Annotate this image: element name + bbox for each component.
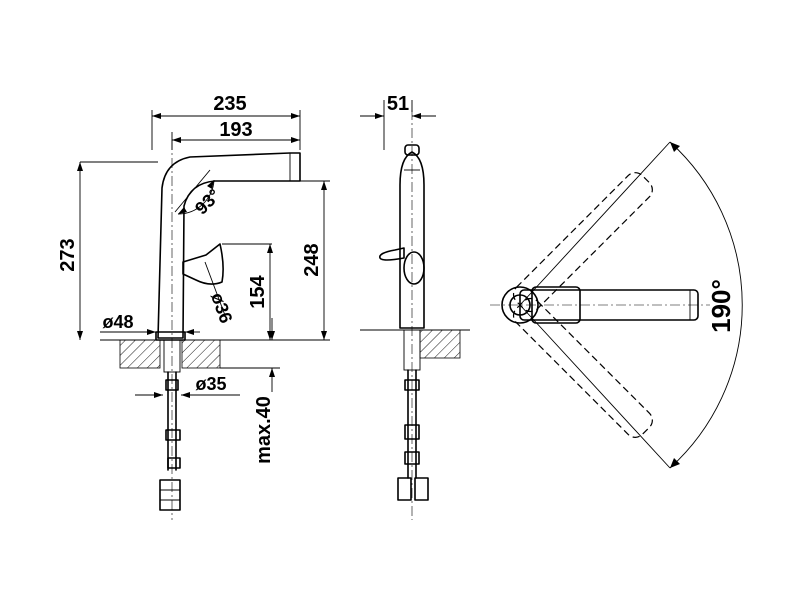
dimension-36-dia: ø36	[204, 261, 236, 326]
dim-label-48-dia: ø48	[102, 312, 133, 332]
dim-label-273: 273	[57, 238, 79, 271]
dim-label-93-deg: 93°	[191, 185, 224, 218]
dim-label-190-deg: 190°	[706, 279, 736, 333]
dimension-35-dia: ø35	[135, 374, 240, 398]
side-connector-3	[404, 451, 420, 465]
hose-end-fitting	[159, 479, 181, 511]
hose-connector-3	[167, 457, 181, 469]
dimension-273: 273	[57, 162, 83, 340]
dim-label-235: 235	[213, 93, 246, 115]
dimension-93-deg: 93°	[174, 169, 224, 218]
hose-connector-2	[165, 429, 181, 441]
side-view: 51	[360, 93, 470, 520]
side-connector-2	[404, 424, 420, 440]
side-countertop-section	[419, 329, 461, 359]
dim-label-193: 193	[219, 119, 252, 141]
dim-label-35-dia: ø35	[195, 374, 226, 394]
countertop-section-left	[119, 339, 161, 369]
dimension-48-dia: ø48	[100, 312, 200, 335]
dimension-235: 235	[152, 93, 300, 119]
dimension-190-deg: 190°	[519, 141, 743, 469]
dim-label-248: 248	[301, 243, 323, 276]
dimension-193: 193	[172, 119, 300, 143]
dim-label-51: 51	[387, 93, 409, 115]
front-view: 235 193 273 248 154	[57, 93, 330, 520]
side-fitting-left	[397, 477, 412, 501]
dim-label-36-dia: ø36	[207, 290, 236, 326]
side-lever	[379, 247, 405, 261]
dimension-154: 154	[247, 244, 273, 340]
dim-label-max-40: max.40	[253, 396, 275, 464]
supply-hoses	[167, 371, 177, 471]
dim-label-154: 154	[247, 274, 269, 308]
top-view: 190°	[490, 141, 743, 469]
dimension-max-40: max.40	[220, 318, 280, 464]
side-fitting-right	[414, 477, 429, 501]
dimension-248: 248	[301, 181, 327, 340]
hose-connector-1	[165, 379, 179, 391]
countertop-section-right	[181, 339, 221, 369]
side-connector-1	[404, 379, 420, 391]
lever-handle	[182, 243, 224, 285]
dimension-51: 51	[360, 93, 436, 150]
side-mounting-shank	[403, 329, 421, 371]
top-base-circle	[501, 286, 539, 324]
